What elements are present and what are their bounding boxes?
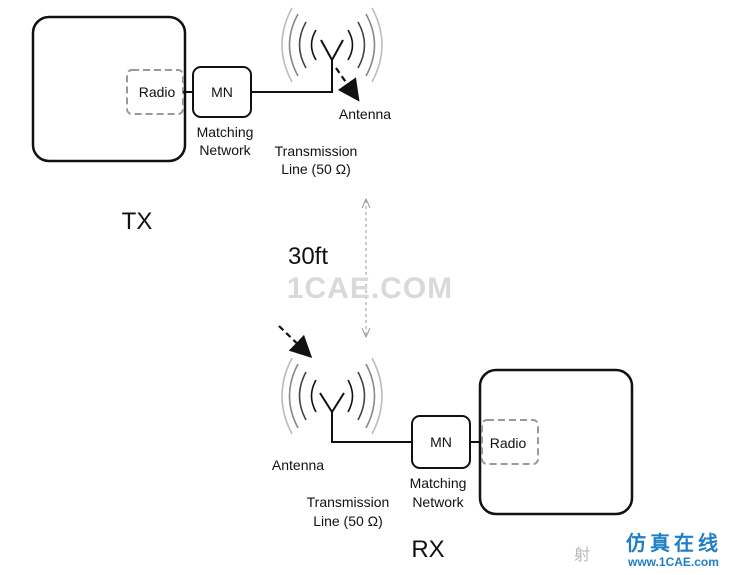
rx-radio-label: Radio — [490, 435, 527, 451]
watermark-url: www.1CAE.com — [627, 555, 719, 569]
tx-mn-label: MN — [211, 84, 233, 100]
rx-transmission-line — [331, 412, 412, 443]
rx-radio-box — [481, 419, 539, 465]
tx-transmission-line — [251, 60, 333, 93]
rx-mn-label: MN — [430, 434, 452, 450]
antenna-icon — [320, 39, 344, 61]
radio-wave-icon — [281, 7, 383, 83]
tx-section-label: TX — [122, 208, 153, 235]
antenna-icon — [319, 392, 345, 413]
arrow-icon — [278, 325, 313, 359]
tx-section: Radio MN Matching Network Transmission L… — [31, 7, 391, 235]
tx-antenna-label: Antenna — [339, 106, 391, 122]
rx-transmission-line-label2: Line (50 Ω) — [313, 513, 383, 529]
rx-transmission-line-label1: Transmission — [307, 494, 390, 510]
rx-antenna-label: Antenna — [272, 457, 324, 473]
watermark-faint: 射 — [574, 546, 590, 564]
distance-indicator: 30ft — [288, 200, 366, 336]
rx-section-label: RX — [411, 536, 444, 563]
tx-transmission-line-label2: Line (50 Ω) — [281, 161, 351, 177]
tx-radio-label: Radio — [139, 84, 176, 100]
tx-transmission-line-label1: Transmission — [275, 143, 358, 159]
rx-section: Antenna Transmission Line (50 Ω) MN Matc… — [272, 325, 634, 563]
corner-watermark: 射 仿真在线 www.1CAE.com — [574, 531, 722, 569]
watermark-cn: 仿真在线 — [626, 531, 722, 555]
watermark-center: 1CAE.COM — [287, 272, 453, 305]
tx-matching-network-line2: Network — [199, 142, 251, 158]
distance-label: 30ft — [288, 243, 328, 270]
radio-wave-icon — [281, 357, 383, 435]
tx-device-box — [31, 15, 187, 163]
rx-matching-network-line2: Network — [412, 494, 464, 510]
tx-matching-network-line1: Matching — [197, 124, 254, 140]
rx-matching-network-line1: Matching — [410, 475, 467, 491]
arrow-icon — [335, 67, 360, 102]
